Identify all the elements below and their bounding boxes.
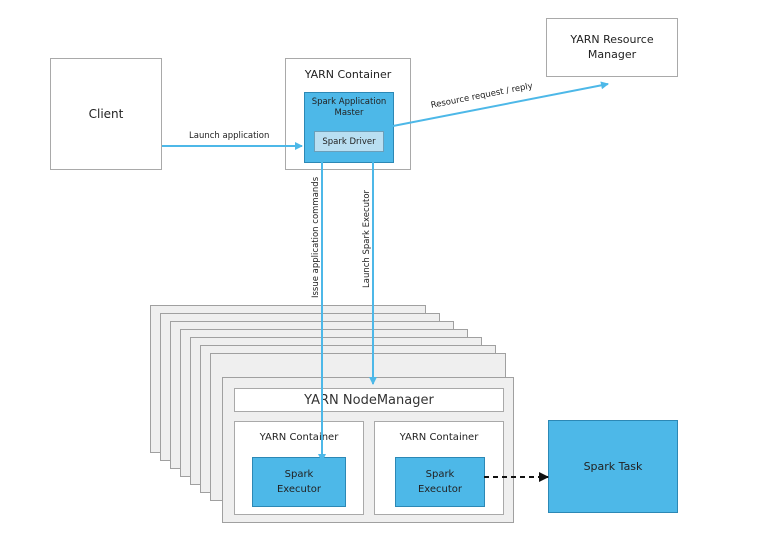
resource-manager-box: YARN Resource Manager [546,18,678,77]
node-manager-title: YARN NodeManager [234,388,504,412]
node-manager: YARN NodeManager YARN Container Spark Ex… [222,377,514,523]
launch-application-label: Launch application [189,131,270,141]
yarn-container-left: YARN Container Spark Executor [234,421,364,515]
yarn-container-right-title: YARN Container [399,432,479,443]
spark-executor-right: Spark Executor [395,457,485,507]
spark-application-master: Spark Application Master Spark Driver [304,92,394,163]
spark-executor-left: Spark Executor [252,457,346,507]
yarn-container-right: YARN Container Spark Executor [374,421,504,515]
resource-request-arrow [392,81,609,127]
spark-application-master-label: Spark Application Master [311,97,387,119]
yarn-container-top-title: YARN Container [304,68,392,81]
client-box: Client [50,58,162,170]
spark-task: Spark Task [548,420,678,513]
issue-commands-label: Issue application commands [311,176,321,298]
launch-executor-label: Launch Spark Executor [362,189,372,288]
yarn-container-left-title: YARN Container [259,432,339,443]
yarn-container-top: YARN Container Spark Application Master … [285,58,411,170]
spark-driver: Spark Driver [314,131,384,152]
